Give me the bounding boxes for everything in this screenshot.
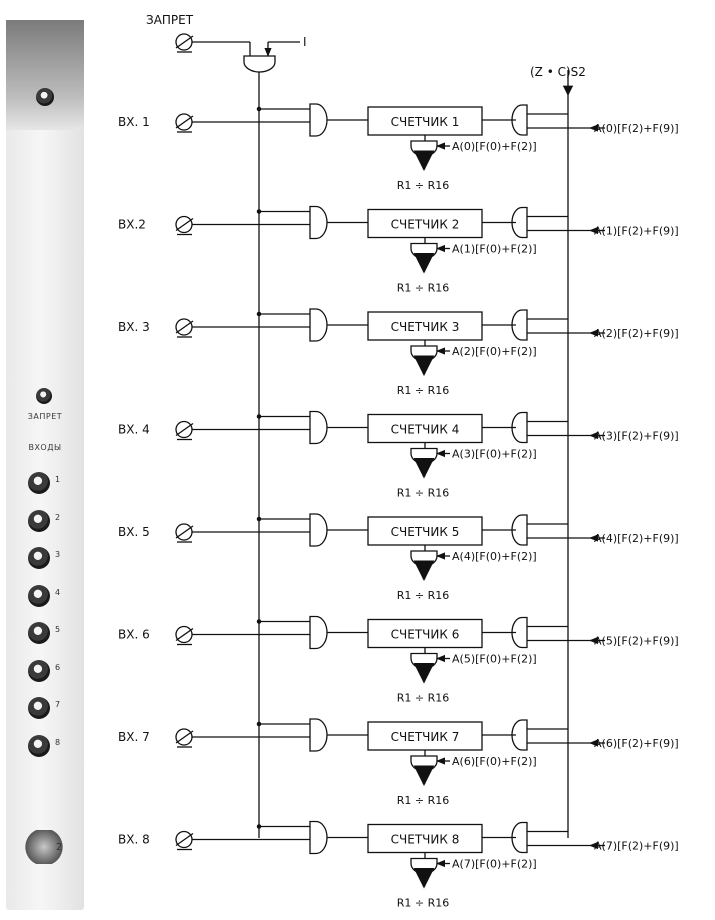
- register-label: R1 ÷ R16: [397, 794, 450, 807]
- counter-label: СЧЕТЧИК 8: [391, 833, 460, 847]
- register-label: R1 ÷ R16: [397, 692, 450, 705]
- input-connector[interactable]: [176, 832, 193, 850]
- channel-5: [176, 514, 605, 579]
- input-label: ВХ. 5: [118, 525, 150, 539]
- read-gate: [411, 449, 437, 464]
- address-label: A(3)[F(2)+F(9)]: [594, 430, 679, 443]
- inhibit-label: ЗАПРЕТ: [146, 13, 194, 27]
- read-label: A(1)[F(0)+F(2)]: [452, 243, 537, 256]
- and-gate: [310, 719, 327, 751]
- register-label: R1 ÷ R16: [397, 897, 450, 910]
- address-label: A(6)[F(2)+F(9)]: [594, 737, 679, 750]
- read-gate: [411, 244, 437, 259]
- channel-6: [176, 617, 605, 682]
- read-gate: [411, 551, 437, 566]
- channel-2: [176, 207, 605, 272]
- register-label: R1 ÷ R16: [397, 589, 450, 602]
- read-label: A(7)[F(0)+F(2)]: [452, 858, 537, 871]
- counter-label: СЧЕТЧИК 2: [391, 218, 460, 232]
- and-gate: [310, 309, 327, 341]
- address-label: A(2)[F(2)+F(9)]: [594, 327, 679, 340]
- counter-label: СЧЕТЧИК 1: [391, 115, 460, 129]
- input-connector[interactable]: [176, 524, 193, 542]
- register-label: R1 ÷ R16: [397, 282, 450, 295]
- address-label: A(1)[F(2)+F(9)]: [594, 225, 679, 238]
- read-label: A(2)[F(0)+F(2)]: [452, 345, 537, 358]
- and-gate: [310, 617, 327, 649]
- register-label: R1 ÷ R16: [397, 384, 450, 397]
- address-label: A(4)[F(2)+F(9)]: [594, 532, 679, 545]
- counter-label: СЧЕТЧИК 5: [391, 525, 460, 539]
- input-label: ВХ. 6: [118, 628, 150, 642]
- register-label: R1 ÷ R16: [397, 179, 450, 192]
- inhibit-connector[interactable]: [176, 34, 193, 52]
- register-label: R1 ÷ R16: [397, 487, 450, 500]
- input-label: ВХ. 1: [118, 115, 150, 129]
- read-gate: [411, 346, 437, 361]
- counter-label: СЧЕТЧИК 3: [391, 320, 460, 334]
- read-label: A(6)[F(0)+F(2)]: [452, 755, 537, 768]
- inhibit-gate: [244, 56, 275, 72]
- input-label: ВХ. 4: [118, 423, 150, 437]
- address-label: A(5)[F(2)+F(9)]: [594, 635, 679, 648]
- inhibit-side-label: I: [303, 35, 307, 49]
- channel-8: [176, 822, 605, 887]
- input-connector[interactable]: [176, 627, 193, 645]
- read-label: A(3)[F(0)+F(2)]: [452, 448, 537, 461]
- input-connector[interactable]: [176, 319, 193, 337]
- input-label: ВХ.2: [118, 218, 146, 232]
- and-gate: [310, 412, 327, 444]
- input-label: ВХ. 3: [118, 320, 150, 334]
- and-gate: [310, 822, 327, 854]
- counter-label: СЧЕТЧИК 6: [391, 628, 460, 642]
- read-gate: [411, 654, 437, 669]
- address-label: A(7)[F(2)+F(9)]: [594, 840, 679, 853]
- read-gate: [411, 859, 437, 874]
- read-label: A(5)[F(0)+F(2)]: [452, 653, 537, 666]
- input-label: ВХ. 8: [118, 833, 150, 847]
- and-gate: [310, 104, 327, 136]
- channel-1: [176, 104, 605, 169]
- channel-4: [176, 412, 605, 477]
- input-connector[interactable]: [176, 729, 193, 747]
- read-gate: [411, 141, 437, 156]
- read-label: A(0)[F(0)+F(2)]: [452, 140, 537, 153]
- and-gate: [310, 514, 327, 546]
- address-label: A(0)[F(2)+F(9)]: [594, 122, 679, 135]
- input-connector[interactable]: [176, 217, 193, 235]
- read-label: A(4)[F(0)+F(2)]: [452, 550, 537, 563]
- channel-7: [176, 719, 605, 784]
- counter-label: СЧЕТЧИК 4: [391, 423, 460, 437]
- clock-label: (Z • C)S2: [530, 65, 586, 79]
- input-label: ВХ. 7: [118, 730, 150, 744]
- and-gate: [310, 207, 327, 239]
- input-connector[interactable]: [176, 114, 193, 132]
- input-connector[interactable]: [176, 422, 193, 440]
- read-gate: [411, 756, 437, 771]
- channel-3: [176, 309, 605, 374]
- counter-label: СЧЕТЧИК 7: [391, 730, 460, 744]
